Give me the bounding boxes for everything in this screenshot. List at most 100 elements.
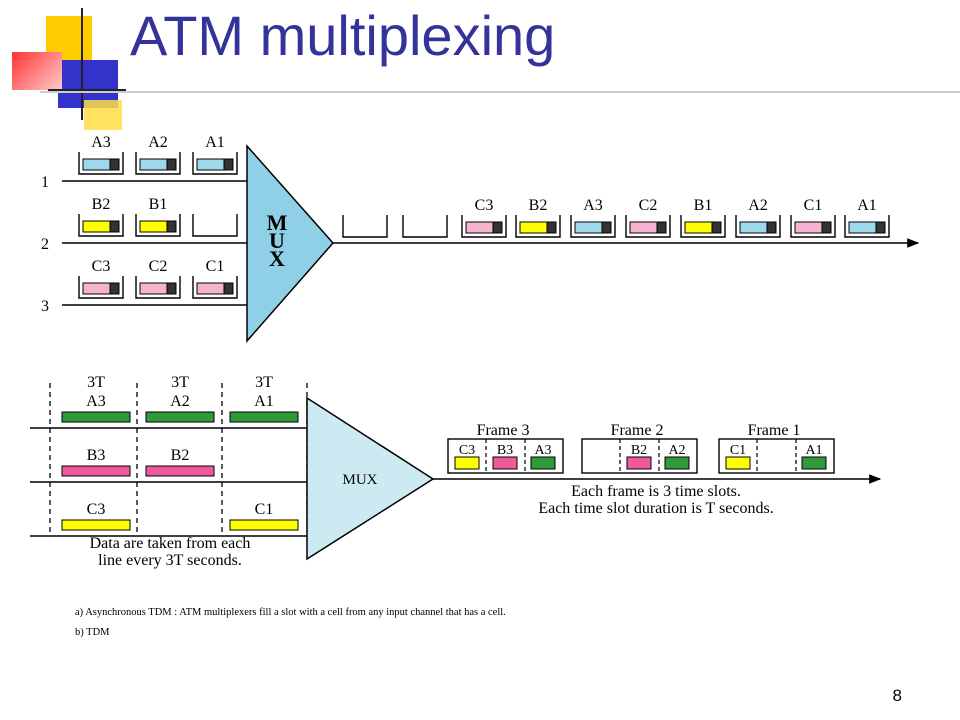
atm-line1-cell1-label: A3 <box>91 134 111 151</box>
tdm-frame-label-1: Frame 3 <box>477 422 530 439</box>
tdm-row1-time-label-3: 3T <box>255 374 273 391</box>
page-number: 8 <box>892 686 902 705</box>
tdm-frame2-slot-label-2: B2 <box>631 443 647 458</box>
atm-line2-cell1-slot <box>78 214 124 237</box>
tdm-frame2-slot-block-3 <box>664 456 690 470</box>
tdm-output-note-1: Each frame is 3 time slots. <box>571 483 741 500</box>
tdm-input-note-1: Data are taken from each <box>90 535 251 552</box>
tdm-row1-time-label-2: 3T <box>171 374 189 391</box>
atm-line3-cell1-cell-header <box>109 282 120 295</box>
tdm-row3-label-1: C3 <box>87 501 106 518</box>
tdm-frame1-slot-block-3 <box>530 456 556 470</box>
atm-mux-letter: M <box>267 210 288 235</box>
tdm-input-note-2: line every 3T seconds. <box>98 552 242 569</box>
atm-line3-cell1-slot <box>78 276 124 299</box>
atm-output-cell-5-label: A3 <box>583 197 603 214</box>
atm-line2-cell1-label: B2 <box>92 196 111 213</box>
atm-line2-cell3-slot <box>192 214 238 237</box>
atm-output-cell-1-slot <box>342 215 388 238</box>
atm-output-cell-5-slot <box>570 215 616 238</box>
atm-line3-cell3-slot <box>192 276 238 299</box>
atm-output-cell-2-slot <box>402 215 448 238</box>
tdm-row2-block-2 <box>145 465 215 477</box>
atm-output-cell-3-slot <box>461 215 507 238</box>
tdm-frame3-slot-label-1: C1 <box>730 443 746 458</box>
tdm-mux-label: MUX <box>342 472 377 488</box>
atm-mux-letter: U <box>269 228 285 253</box>
tdm-row2-label-1: B3 <box>87 447 106 464</box>
tdm-frame1-slot-label-3: A3 <box>534 443 551 458</box>
atm-line1-cell3-label: A1 <box>205 134 225 151</box>
atm-output-cell-6-cell-header <box>656 221 667 234</box>
tdm-row3-block-1 <box>61 519 131 531</box>
tdm-mux-triangle <box>306 396 435 561</box>
atm-output-cell-6-slot <box>625 215 671 238</box>
tdm-frame1-slot-block-1 <box>454 456 480 470</box>
atm-mux-letter: X <box>269 246 285 271</box>
atm-output-cell-5-cell-header <box>601 221 612 234</box>
tdm-frame3-slot-label-3: A1 <box>805 443 822 458</box>
tdm-row2-label-2: B2 <box>171 447 190 464</box>
tdm-row1-label-1: A3 <box>86 393 106 410</box>
tdm-output-note-2: Each time slot duration is T seconds. <box>538 500 773 517</box>
title-underline <box>40 91 960 93</box>
atm-output-cell-9-cell-header <box>821 221 832 234</box>
atm-output-cell-10-slot <box>844 215 890 238</box>
atm-output-cell-7-slot <box>680 215 726 238</box>
tdm-frame2-slot-block-2 <box>626 456 652 470</box>
atm-line1-cell3-cell-header <box>223 158 234 171</box>
atm-line2-cell2-slot <box>135 214 181 237</box>
atm-output-cell-9-label: C1 <box>804 197 823 214</box>
tdm-row1-block-1 <box>61 411 131 423</box>
tdm-frame1-slot-label-1: C3 <box>459 443 475 458</box>
atm-line2-cell1-cell-header <box>109 220 120 233</box>
atm-output-cell-4-label: B2 <box>529 197 548 214</box>
atm-line-number-2: 2 <box>41 236 49 253</box>
logo-red-square <box>12 52 62 90</box>
atm-output-cell-7-label: B1 <box>694 197 713 214</box>
logo-horizontal-line <box>48 89 126 91</box>
atm-mux-triangle <box>246 144 335 343</box>
atm-output-cell-4-slot <box>515 215 561 238</box>
tdm-row1-label-2: A2 <box>170 393 190 410</box>
atm-output-cell-3-cell-header <box>492 221 503 234</box>
atm-line3-cell1-label: C3 <box>92 258 111 275</box>
tdm-frame-label-3: Frame 1 <box>748 422 801 439</box>
logo-yellow-lower <box>84 100 122 130</box>
logo-vertical-line <box>81 8 83 120</box>
tdm-row1-time-label-1: 3T <box>87 374 105 391</box>
atm-line2-cell2-label: B1 <box>149 196 168 213</box>
slide-title: ATM multiplexing <box>130 4 556 67</box>
corner-logo <box>0 0 140 140</box>
atm-line-number-3: 3 <box>41 298 49 315</box>
tdm-frame2-slot-label-3: A2 <box>668 443 685 458</box>
tdm-row1-label-3: A1 <box>254 393 274 410</box>
atm-output-cell-8-label: A2 <box>748 197 768 214</box>
tdm-row1-block-2 <box>145 411 215 423</box>
atm-output-cell-8-cell-header <box>766 221 777 234</box>
tdm-frame3-slot-block-1 <box>725 456 751 470</box>
caption-atm: a) Asynchronous TDM : ATM multiplexers f… <box>75 607 506 618</box>
atm-output-cell-3-label: C3 <box>475 197 494 214</box>
atm-line3-cell2-label: C2 <box>149 258 168 275</box>
atm-output-cell-10-label: A1 <box>857 197 877 214</box>
tdm-frame1-slot-block-2 <box>492 456 518 470</box>
atm-output-cell-9-slot <box>790 215 836 238</box>
atm-output-cell-8-slot <box>735 215 781 238</box>
atm-line1-cell1-cell-header <box>109 158 120 171</box>
atm-line1-cell1-slot <box>78 152 124 175</box>
caption-tdm: b) TDM <box>75 627 110 638</box>
atm-output-cell-6-label: C2 <box>639 197 658 214</box>
tdm-row1-block-3 <box>229 411 299 423</box>
atm-line1-cell2-label: A2 <box>148 134 168 151</box>
atm-line1-cell2-cell-header <box>166 158 177 171</box>
atm-output-cell-4-cell-header <box>546 221 557 234</box>
atm-line3-cell3-cell-header <box>223 282 234 295</box>
atm-output-cell-7-cell-header <box>711 221 722 234</box>
tdm-frame-label-2: Frame 2 <box>611 422 664 439</box>
tdm-row3-block-3 <box>229 519 299 531</box>
atm-output-cell-10-cell-header <box>875 221 886 234</box>
atm-line3-cell2-cell-header <box>166 282 177 295</box>
atm-line-number-1: 1 <box>41 174 49 191</box>
